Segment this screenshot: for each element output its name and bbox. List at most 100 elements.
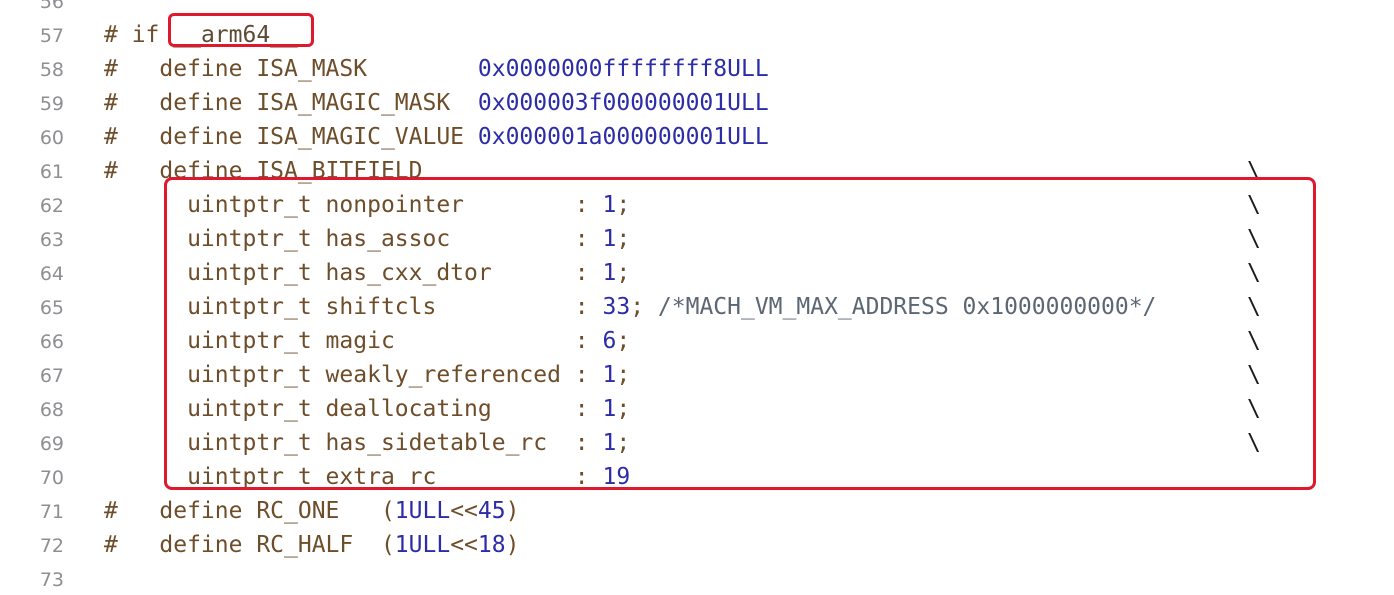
line-number: 60 [39, 127, 64, 149]
code-token: # if [104, 22, 174, 48]
code-token: 45 [477, 498, 506, 524]
code-text: # if __arm64__ [104, 22, 298, 48]
code-token: ; [630, 294, 658, 320]
code-token: uintptr_t weakly_referenced : [104, 362, 603, 388]
line-number: 66 [39, 331, 64, 353]
code-token: # define ISA_MASK [104, 56, 478, 82]
code-token: 0x000001a000000001ULL [477, 124, 769, 150]
code-line: 60 # define ISA_MAGIC_VALUE 0x000001a0000… [0, 119, 1394, 153]
code-token: 1 [602, 260, 617, 286]
code-token: 0x000003f000000001ULL [477, 90, 769, 116]
line-number: 67 [39, 365, 64, 387]
line-number: 59 [39, 93, 64, 115]
code-token: 19 [602, 464, 631, 490]
code-token: 1 [602, 192, 617, 218]
code-token: 6 [602, 328, 617, 354]
line-continuation: \ [1247, 226, 1261, 252]
code-line: 65 uintptr_t shiftcls : 33; /*MACH_VM_MA… [0, 289, 1394, 323]
code-token: # define ISA_MAGIC_VALUE [104, 124, 478, 150]
code-token: __arm64__ [173, 22, 298, 48]
line-number: 58 [39, 59, 64, 81]
line-number: 71 [39, 501, 64, 523]
code-token: ; [616, 362, 631, 388]
code-text: # define ISA_MASK 0x0000000ffffffff8ULL [104, 56, 769, 82]
code-line: 73 [0, 561, 1394, 595]
line-number: 56 [39, 0, 64, 13]
line-number: 72 [39, 535, 64, 557]
code-token: 18 [477, 532, 506, 558]
code-text: uintptr_t magic : 6; [104, 328, 630, 354]
code-token: uintptr_t deallocating : [104, 396, 603, 422]
code-line: 57# if __arm64__ [0, 17, 1394, 51]
code-text: uintptr_t nonpointer : 1; [104, 192, 630, 218]
code-token: uintptr_t has_assoc : [104, 226, 603, 252]
line-number: 68 [39, 399, 64, 421]
code-text: uintptr_t shiftcls : 33; /*MACH_VM_MAX_A… [104, 294, 1156, 320]
code-token: 1 [602, 226, 617, 252]
bitfield-highlight-box [164, 177, 1316, 490]
code-token: uintptr_t extra_rc : [104, 464, 603, 490]
code-token: # define RC_ONE ( [104, 498, 395, 524]
code-token: ; [616, 192, 631, 218]
code-token: 1ULL [394, 498, 451, 524]
code-token: 1 [602, 362, 617, 388]
code-text: uintptr_t extra_rc : 19 [104, 464, 630, 490]
line-number: 64 [39, 263, 64, 285]
code-line: 72 # define RC_HALF (1ULL<<18) [0, 527, 1394, 561]
code-text: uintptr_t has_assoc : 1; [104, 226, 630, 252]
code-token: ; [616, 260, 631, 286]
code-token: uintptr_t has_sidetable_rc : [104, 430, 603, 456]
code-line: 59 # define ISA_MAGIC_MASK 0x000003f00000… [0, 85, 1394, 119]
code-line: 58 # define ISA_MASK 0x0000000ffffffff8UL… [0, 51, 1394, 85]
line-number: 63 [39, 229, 64, 251]
code-token: 1 [602, 430, 617, 456]
code-line: 62 uintptr_t nonpointer : 1; \ [0, 187, 1394, 221]
code-token: uintptr_t magic : [104, 328, 603, 354]
code-token: uintptr_t nonpointer : [104, 192, 603, 218]
code-line: 63 uintptr_t has_assoc : 1; \ [0, 221, 1394, 255]
code-line: 64 uintptr_t has_cxx_dtor : 1; \ [0, 255, 1394, 289]
code-line: 69 uintptr_t has_sidetable_rc : 1; \ [0, 425, 1394, 459]
line-continuation: \ [1247, 260, 1261, 286]
code-token: ; [616, 430, 631, 456]
code-text: # define ISA_MAGIC_MASK 0x000003f0000000… [104, 90, 769, 116]
line-continuation: \ [1247, 192, 1261, 218]
code-text: # define RC_ONE (1ULL<<45) [104, 498, 519, 524]
code-token: 0x0000000ffffffff8ULL [477, 56, 769, 82]
line-number: 70 [39, 467, 64, 489]
code-text: uintptr_t deallocating : 1; [104, 396, 630, 422]
line-continuation: \ [1247, 362, 1261, 388]
code-line: 66 uintptr_t magic : 6; \ [0, 323, 1394, 357]
code-token: # define ISA_MAGIC_MASK [104, 90, 478, 116]
code-text: uintptr_t weakly_referenced : 1; [104, 362, 630, 388]
code-text: uintptr_t has_cxx_dtor : 1; [104, 260, 630, 286]
code-token: ; [616, 328, 631, 354]
line-continuation: \ [1247, 328, 1261, 354]
line-number: 61 [39, 161, 64, 183]
arm64-highlight-box [168, 13, 314, 47]
code-token: 33 [602, 294, 631, 320]
code-token: /*MACH_VM_MAX_ADDRESS 0x1000000000*/ [657, 294, 1157, 320]
code-token: 1ULL [394, 532, 451, 558]
code-line: 70 uintptr_t extra_rc : 19 [0, 459, 1394, 493]
line-number: 62 [39, 195, 64, 217]
line-continuation: \ [1247, 430, 1261, 456]
code-token: << [450, 498, 478, 524]
code-line: 68 uintptr_t deallocating : 1; \ [0, 391, 1394, 425]
line-continuation: \ [1247, 294, 1261, 320]
code-token: ) [505, 532, 520, 558]
code-line: 56 [0, 0, 1394, 17]
line-continuation: \ [1247, 396, 1261, 422]
code-token: # define RC_HALF ( [104, 532, 395, 558]
code-line: 71 # define RC_ONE (1ULL<<45) [0, 493, 1394, 527]
code-text: uintptr_t has_sidetable_rc : 1; [104, 430, 630, 456]
code-token: ; [616, 396, 631, 422]
code-token: 1 [602, 396, 617, 422]
code-token: << [450, 532, 478, 558]
code-line: 67 uintptr_t weakly_referenced : 1; \ [0, 357, 1394, 391]
code-token: uintptr_t has_cxx_dtor : [104, 260, 603, 286]
code-text: # define RC_HALF (1ULL<<18) [104, 532, 519, 558]
line-number: 69 [39, 433, 64, 455]
code-token: ; [616, 226, 631, 252]
